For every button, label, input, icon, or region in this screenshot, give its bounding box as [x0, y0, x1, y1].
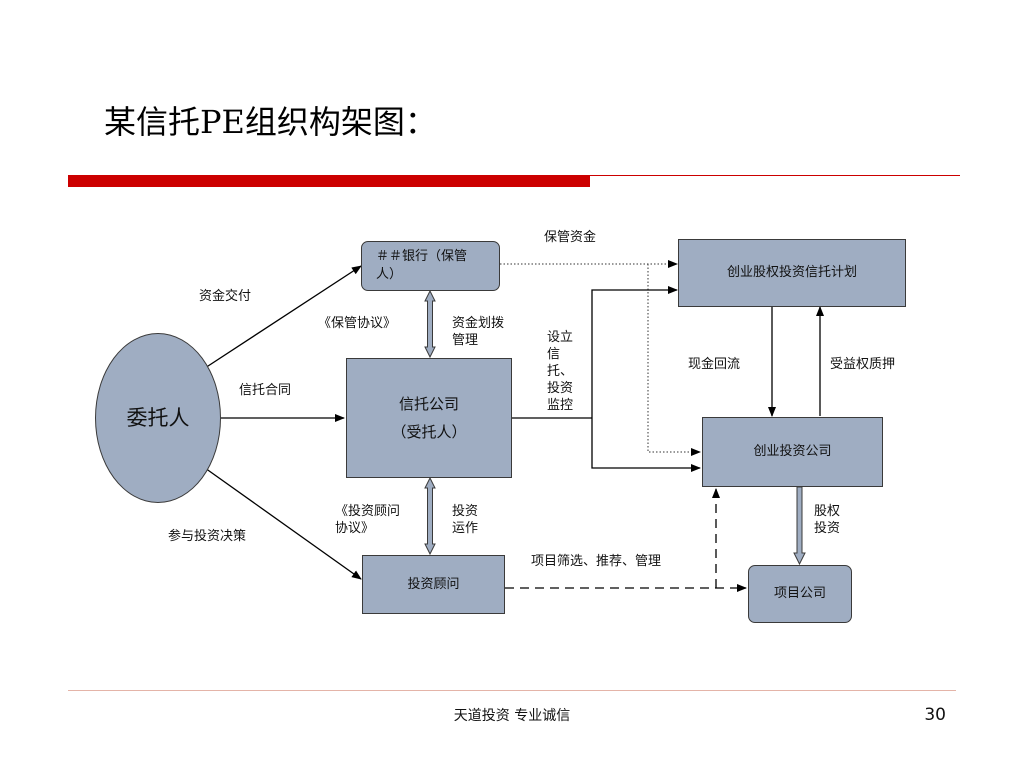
label-establish-trust: 设立信托、投资监控 [547, 330, 574, 413]
label-fund-transfer-management: 资金划拨管理 [452, 316, 505, 348]
node-client: 委托人 [95, 333, 221, 503]
label-project-screening: 项目筛选、推荐、管理 [531, 554, 662, 569]
edge-trust-to-plan [591, 286, 678, 418]
title-underline-thin [590, 175, 960, 176]
label-cash-return: 现金回流 [688, 357, 741, 372]
label-equity-investment: 股权投资 [814, 504, 841, 536]
node-project-company: 项目公司 [748, 565, 852, 623]
node-trust-plan: 创业股权投资信托计划 [678, 239, 906, 307]
edge-client-to-advisor [204, 467, 362, 580]
label-custody-agreement: 《保管协议》 [318, 316, 397, 331]
node-trust-company-name: 信托公司 [398, 395, 459, 413]
footer-tagline: 天道投资 专业诚信 [453, 708, 571, 724]
node-investment-advisor-label: 投资顾问 [407, 576, 460, 592]
label-fund-delivery: 资金交付 [199, 289, 252, 304]
label-trust-contract: 信托合同 [239, 383, 292, 398]
node-trust-company-role: （受托人） [391, 423, 467, 441]
node-client-label: 委托人 [126, 406, 190, 430]
page-number: 30 [924, 705, 946, 725]
label-beneficial-pledge: 受益权质押 [830, 357, 896, 372]
label-investment-decision: 参与投资决策 [168, 529, 247, 544]
footer-divider [68, 690, 956, 691]
edge-vc-to-project-arrow [793, 486, 806, 566]
node-trust-plan-label: 创业股权投资信托计划 [726, 265, 857, 280]
label-investment-operation: 投资运作 [452, 504, 479, 536]
edge-trust-to-vc [591, 418, 701, 472]
node-trust-company: 信托公司 （受托人） [346, 358, 512, 478]
node-vc-company: 创业投资公司 [702, 417, 883, 487]
edge-bank-trust-double-arrow [424, 289, 436, 359]
label-advisory-agreement: 《投资顾问协议》 [335, 504, 401, 536]
node-vc-company-label: 创业投资公司 [753, 444, 832, 459]
node-investment-advisor: 投资顾问 [362, 555, 505, 614]
label-custody-funds: 保管资金 [544, 230, 597, 245]
slide-title: 某信托PE组织构架图： [104, 103, 437, 141]
node-project-company-label: 项目公司 [773, 586, 826, 601]
edge-trust-advisor-double-arrow [424, 476, 436, 556]
node-bank: ＃＃银行（保管人） [361, 241, 500, 291]
title-underline-thick [68, 175, 590, 187]
node-bank-label: ＃＃银行（保管人） [376, 249, 468, 282]
edge-client-to-bank [204, 265, 362, 369]
